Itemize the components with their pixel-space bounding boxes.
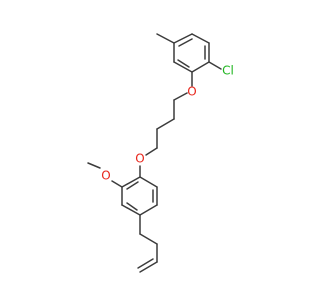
upper-aromatic-ring [156,33,222,87]
allyl-terminal-double-bond [139,261,158,273]
bond [139,204,158,216]
bond [173,61,193,73]
bond [173,33,193,44]
double-bond-inner [178,38,193,47]
structure-diagram: Cl O O O [87,33,234,273]
bond [145,147,158,156]
bond [121,176,141,188]
double-bond-inner [177,59,190,68]
atom-labels: Cl O O O [101,64,234,183]
chloro-bond [208,61,222,70]
bond [173,92,188,101]
allyl-bond [139,233,158,245]
butoxy-linker-chain [145,92,188,156]
allyl-terminal-double-bond [137,258,154,269]
chlorine-atom-label: Cl [222,64,234,78]
double-bond-inner [126,202,138,211]
bond [191,33,210,44]
ether-oxygen-lower-label: O [135,152,144,166]
methyl-bond [156,33,175,44]
double-bond-inner [126,181,139,190]
methoxy-methyl-bond [87,162,101,169]
ether-oxygen-upper-label: O [187,85,196,99]
bond [139,176,158,188]
bond [191,61,210,73]
bond [121,204,141,216]
methoxy-oxygen-label: O [101,169,110,183]
molecule-canvas: Cl O O O [87,33,234,273]
lower-aromatic-ring [87,162,158,273]
bond [156,118,175,130]
methoxy-bond [111,180,123,188]
